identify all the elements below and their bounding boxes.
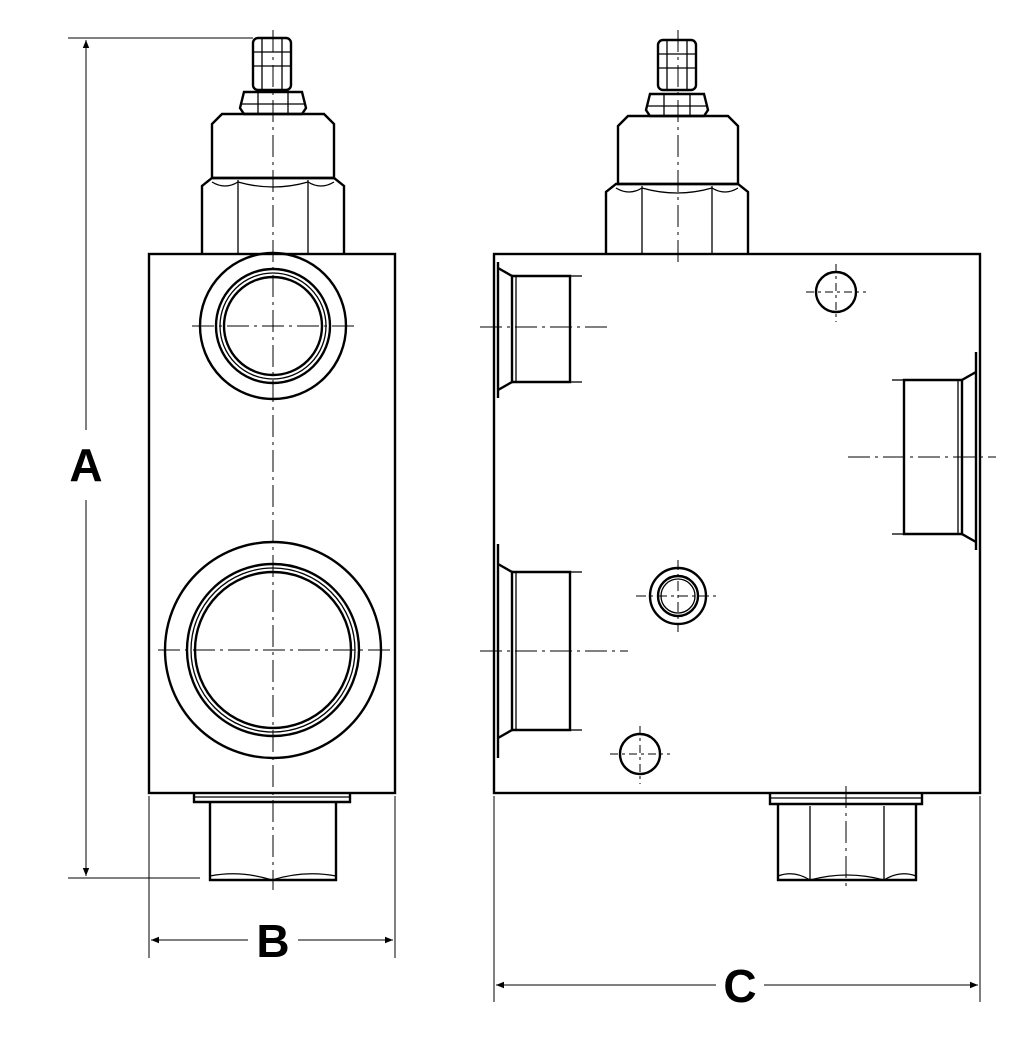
dimension-label-c: C (723, 960, 756, 1012)
dimension-b: B (148, 796, 396, 967)
front-view (147, 30, 397, 890)
side-right-port (892, 352, 978, 550)
side-view (480, 30, 996, 890)
side-left-upper-port (497, 266, 582, 392)
adjuster-stem (251, 36, 293, 92)
mounting-hole-top (806, 264, 866, 322)
mounting-hole-bottom (610, 726, 670, 784)
front-bottom-nut (192, 793, 352, 882)
side-adjuster-stem (656, 38, 698, 92)
side-valve-body (492, 252, 982, 795)
side-lock-nut (644, 92, 710, 118)
dimension-a: A (68, 37, 253, 879)
dimension-c: C (493, 796, 981, 1012)
dimension-label-a: A (69, 439, 102, 491)
dimension-label-b: B (256, 915, 289, 967)
side-top-hex-nut (604, 182, 750, 254)
